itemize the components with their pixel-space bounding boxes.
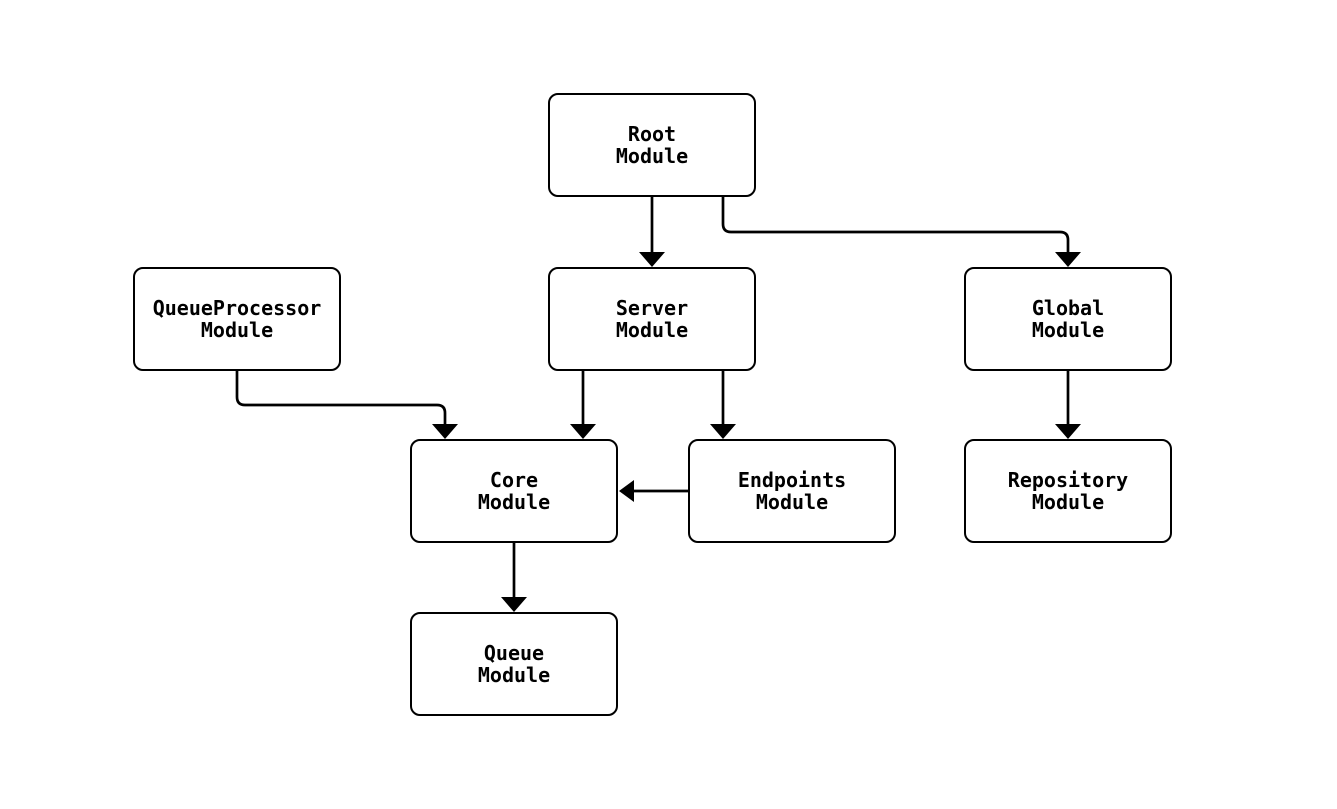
arrowhead-icon [570, 424, 596, 439]
arrowhead-icon [432, 424, 458, 439]
node-root-module: Root Module [548, 93, 756, 197]
node-queue-module-label: Queue Module [477, 641, 551, 687]
node-repository-module-label: Repository Module [1007, 468, 1129, 514]
node-server-module: Server Module [548, 267, 756, 371]
arrowhead-icon [501, 597, 527, 612]
node-queueprocessor-module: QueueProcessor Module [133, 267, 341, 371]
arrowhead-icon [1055, 252, 1081, 267]
edge-server-to-core [570, 371, 596, 439]
node-core-module: Core Module [410, 439, 618, 543]
arrowhead-icon [710, 424, 736, 439]
arrowhead-icon [639, 252, 665, 267]
edge-global-to-repository [1055, 371, 1081, 439]
node-server-module-label: Server Module [615, 296, 689, 342]
node-endpoints-module-label: Endpoints Module [737, 468, 847, 514]
node-global-module-label: Global Module [1031, 296, 1105, 342]
edge-queueprocessor-to-core [235, 371, 458, 439]
node-root-module-label: Root Module [615, 122, 689, 168]
node-queueprocessor-module-label: QueueProcessor Module [152, 296, 322, 342]
arrowhead-icon [619, 480, 634, 502]
node-repository-module: Repository Module [964, 439, 1172, 543]
node-global-module: Global Module [964, 267, 1172, 371]
edge-root-to-server [639, 197, 665, 267]
edge-server-to-endpoints [710, 371, 736, 439]
node-endpoints-module: Endpoints Module [688, 439, 896, 543]
edge-endpoints-to-core [619, 480, 688, 502]
edge-root-to-global [721, 197, 1081, 267]
edge-core-to-queue [501, 543, 527, 612]
node-queue-module: Queue Module [410, 612, 618, 716]
node-core-module-label: Core Module [477, 468, 551, 514]
arrowhead-icon [1055, 424, 1081, 439]
